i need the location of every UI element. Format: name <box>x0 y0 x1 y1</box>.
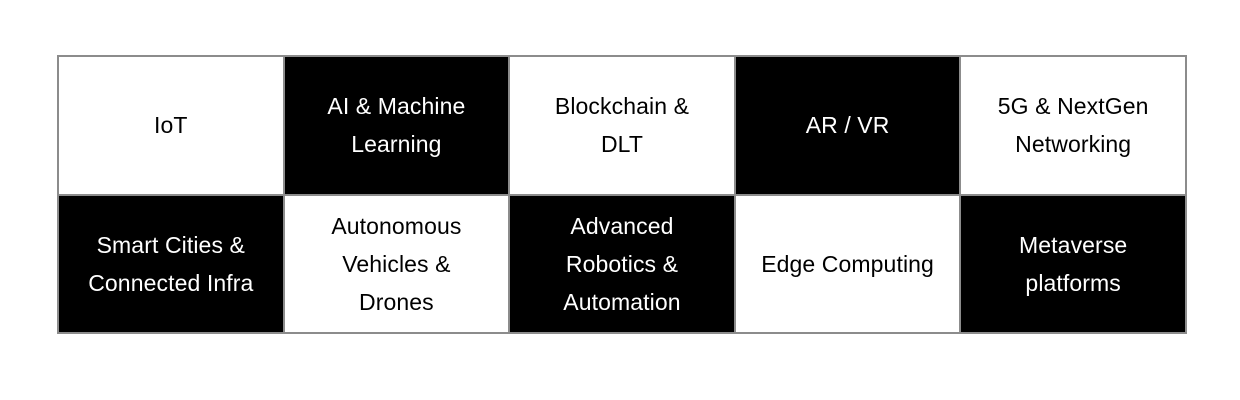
table-row: IoT AI & Machine Learning Blockchain & D… <box>57 55 1187 196</box>
matrix-cell-ar-vr[interactable]: AR / VR <box>733 55 962 196</box>
matrix-cell-ai-machine-learning[interactable]: AI & Machine Learning <box>282 55 511 196</box>
matrix-cell-blockchain-dlt[interactable]: Blockchain & DLT <box>508 55 736 196</box>
technology-matrix-body: IoT AI & Machine Learning Blockchain & D… <box>57 55 1187 334</box>
matrix-cell-edge-computing[interactable]: Edge Computing <box>733 193 962 334</box>
matrix-cell-smart-cities-connected-infra[interactable]: Smart Cities & Connected Infra <box>57 193 285 334</box>
table-row: Smart Cities & Connected Infra Autonomou… <box>57 193 1187 334</box>
technology-matrix-table: IoT AI & Machine Learning Blockchain & D… <box>57 55 1187 334</box>
matrix-cell-iot[interactable]: IoT <box>57 55 285 196</box>
matrix-cell-5g-nextgen-networking[interactable]: 5G & NextGen Networking <box>959 55 1187 196</box>
matrix-cell-autonomous-vehicles-drones[interactable]: Autonomous Vehicles & Drones <box>282 193 511 334</box>
matrix-cell-metaverse-platforms[interactable]: Metaverse platforms <box>959 193 1187 334</box>
matrix-cell-advanced-robotics-automation[interactable]: Advanced Robotics & Automation <box>508 193 736 334</box>
